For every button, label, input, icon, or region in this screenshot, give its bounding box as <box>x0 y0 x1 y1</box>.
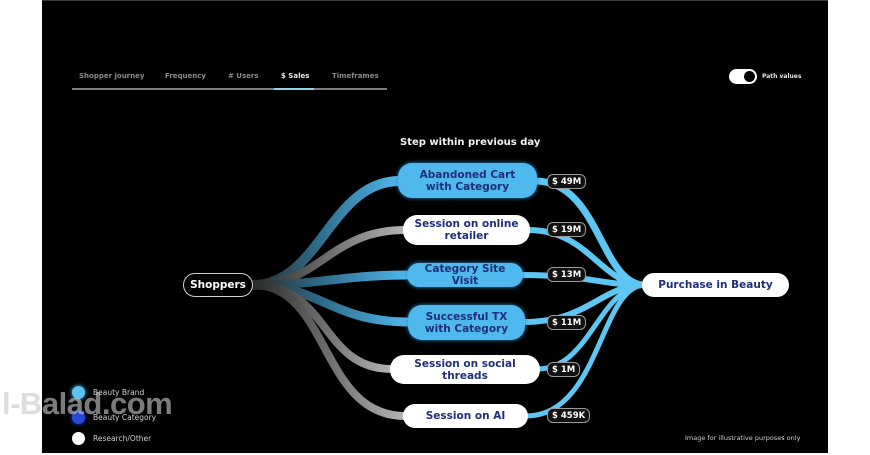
toggle-knob <box>744 71 755 82</box>
legend-item-beauty-brand: Beauty Brand <box>72 386 144 399</box>
value-badge-online-retailer: $ 19M <box>547 222 587 237</box>
node-purchase-in-beauty[interactable]: Purchase in Beauty <box>642 273 789 297</box>
node-session-social-threads[interactable]: Session on social threads <box>390 355 540 384</box>
path-values-label: Path values <box>762 73 802 80</box>
legend-item-research-other: Research/Other <box>72 432 151 445</box>
legend-item-beauty-category: Beauty Category <box>72 411 156 424</box>
beauty-brand-dot-icon <box>72 386 85 399</box>
tab-sales[interactable]: $ Sales <box>281 72 310 80</box>
diagram-heading: Step within previous day <box>400 137 541 148</box>
legend-label: Research/Other <box>93 434 152 443</box>
watermark: l-Balad.com <box>2 386 173 421</box>
disclaimer: Image for illustrative purposes only <box>685 434 801 442</box>
tab-timeframes[interactable]: Timeframes <box>332 72 379 80</box>
value-badge-social-threads: $ 1M <box>547 362 581 377</box>
value-badge-category-site-visit: $ 13M <box>547 267 587 282</box>
active-tab-indicator <box>274 88 314 90</box>
node-shoppers[interactable]: Shoppers <box>183 273 253 297</box>
tab-shopper-journey[interactable]: Shopper journey <box>79 72 145 80</box>
tab-bar-divider <box>72 88 387 90</box>
legend-label: Beauty Brand <box>93 388 145 397</box>
legend-label: Beauty Category <box>93 413 157 422</box>
value-badge-session-ai: $ 459K <box>547 408 591 423</box>
value-badge-abandoned-cart: $ 49M <box>547 174 587 189</box>
path-values-toggle[interactable] <box>729 69 757 84</box>
research-other-dot-icon <box>72 432 85 445</box>
node-session-on-ai[interactable]: Session on AI <box>403 404 528 428</box>
tab-bar: Shopper journey Frequency # Users $ Sale… <box>72 70 387 90</box>
node-successful-tx[interactable]: Successful TX with Category <box>408 305 525 340</box>
tab-users[interactable]: # Users <box>228 72 259 80</box>
node-session-online-retailer[interactable]: Session on online retailer <box>403 215 530 245</box>
value-badge-successful-tx: $ 11M <box>547 315 587 330</box>
node-abandoned-cart[interactable]: Abandoned Cart with Category <box>398 163 537 198</box>
beauty-category-dot-icon <box>72 411 85 424</box>
node-category-site-visit[interactable]: Category Site Visit <box>407 263 523 287</box>
tab-frequency[interactable]: Frequency <box>165 72 206 80</box>
